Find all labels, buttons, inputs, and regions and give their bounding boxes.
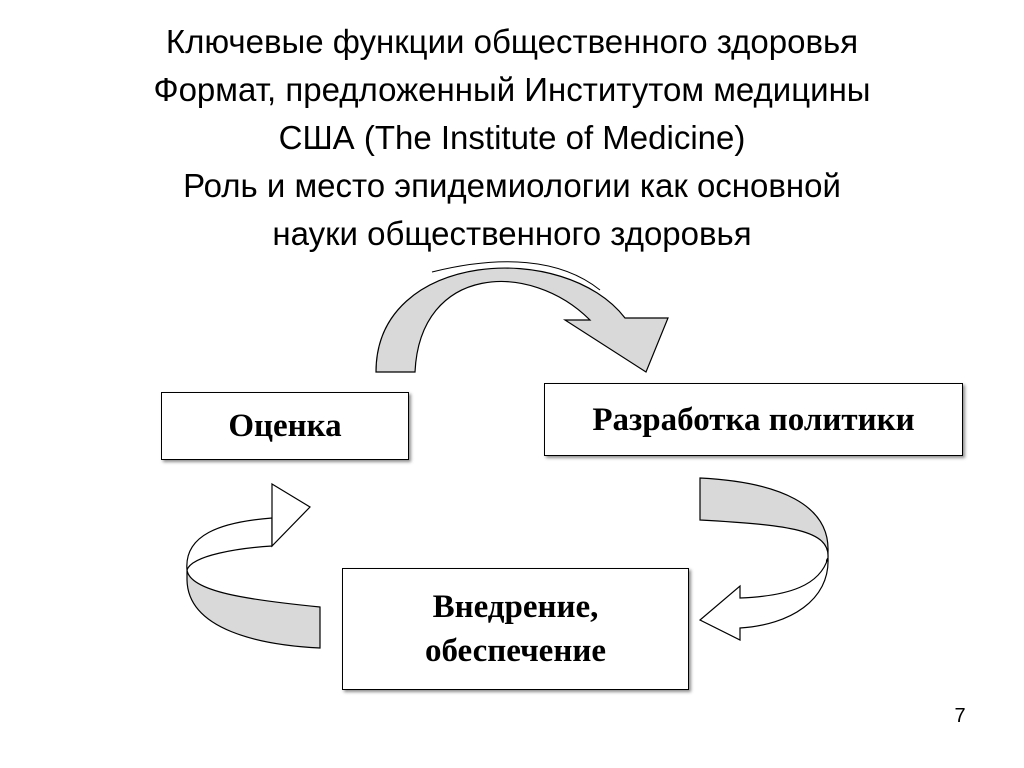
title-line-5: науки общественного здоровья xyxy=(272,215,752,252)
assurance-label-line-2: обеспечение xyxy=(424,633,607,669)
title-line-2: Формат, предложенный Институтом медицины xyxy=(153,71,871,108)
arrow-assurance-to-assessment xyxy=(186,482,321,649)
slide-title: Ключевые функции общественного здоровья … xyxy=(0,18,1024,258)
page-number: 7 xyxy=(954,705,966,727)
arrow-assessment-to-policy xyxy=(375,261,669,373)
title-line-1: Ключевые функции общественного здоровья xyxy=(165,23,859,60)
assurance-box: Внедрение, обеспечение xyxy=(342,568,689,690)
assessment-label: Оценка xyxy=(228,408,342,444)
title-line-3: США (The Institute of Medicine) xyxy=(278,119,746,156)
arrow-policy-to-assurance xyxy=(698,477,829,641)
title-line-4: Роль и место эпидемиологии как основной xyxy=(183,167,841,204)
policy-development-box: Разработка политики xyxy=(544,383,963,456)
policy-development-label: Разработка политики xyxy=(592,401,915,438)
assessment-box: Оценка xyxy=(161,392,409,460)
assurance-label-line-1: Внедрение, xyxy=(432,589,599,625)
